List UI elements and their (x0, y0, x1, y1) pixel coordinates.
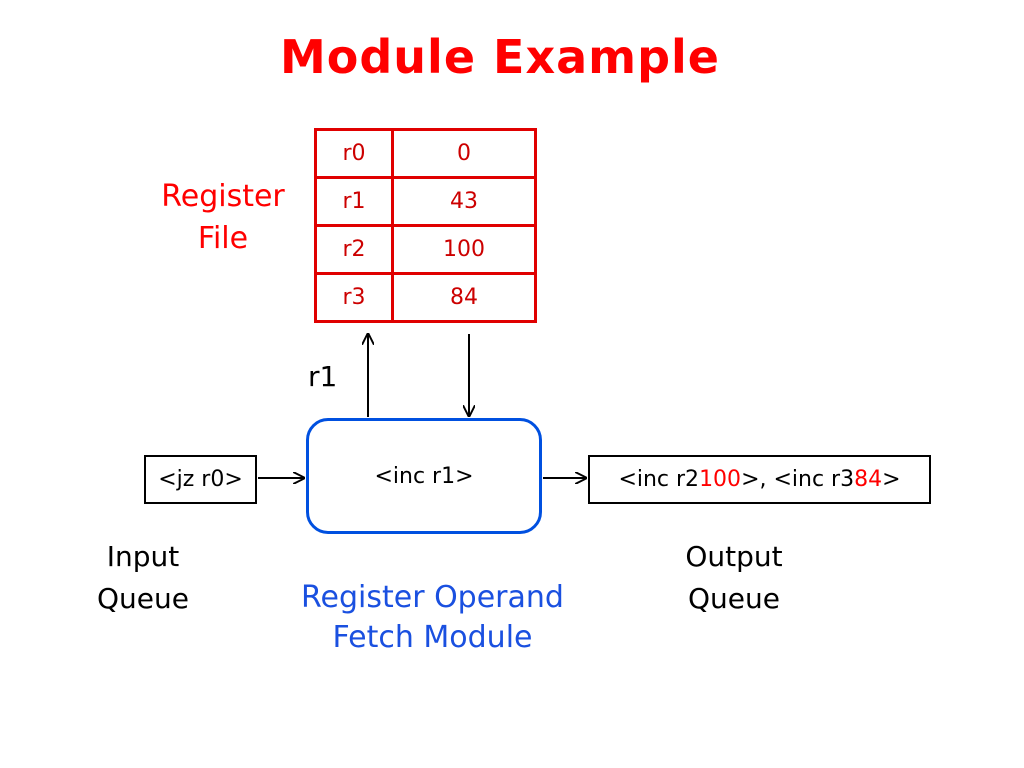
register-name: r3 (314, 272, 394, 323)
output-queue-caption: Output Queue (664, 536, 804, 620)
output-queue-caption-line2: Queue (688, 582, 780, 615)
input-queue-caption-line1: Input (106, 540, 180, 573)
register-file-table: r0 0 r1 43 r2 100 r3 84 (314, 128, 537, 323)
register-name: r2 (314, 224, 394, 275)
register-row: r3 84 (314, 272, 537, 323)
module-caption-line1: Register Operand (301, 580, 564, 615)
register-row: r2 100 (314, 224, 537, 275)
page-title: Module Example (280, 30, 720, 84)
register-row: r1 43 (314, 176, 537, 227)
register-operand-fetch-module: <inc r1> (306, 418, 542, 534)
register-value: 0 (391, 128, 537, 179)
register-value: 43 (391, 176, 537, 227)
output-queue-text: <inc r2 (618, 467, 700, 492)
input-queue-caption-line2: Queue (97, 582, 189, 615)
output-queue-text: >, <inc r3 (741, 467, 855, 492)
register-file-label: Register File (148, 176, 298, 260)
module-caption: Register Operand Fetch Module (260, 578, 605, 658)
output-queue-caption-line1: Output (685, 540, 783, 573)
output-value-r2: 100 (699, 467, 742, 492)
output-queue-box: <inc r2 100>, <inc r3 84> (588, 455, 931, 504)
register-name: r0 (314, 128, 394, 179)
register-file-label-line1: Register (161, 179, 285, 214)
register-file-label-line2: File (197, 221, 249, 256)
register-value: 84 (391, 272, 537, 323)
request-register-label: r1 (308, 360, 338, 393)
input-queue-instruction: <jz r0> (158, 467, 243, 492)
register-row: r0 0 (314, 128, 537, 179)
input-queue-caption: Input Queue (78, 536, 208, 620)
output-queue-text: > (882, 467, 901, 492)
module-instruction: <inc r1> (374, 463, 474, 489)
register-value: 100 (391, 224, 537, 275)
module-caption-line2: Fetch Module (332, 620, 533, 655)
input-queue-box: <jz r0> (144, 455, 257, 504)
output-value-r3: 84 (854, 467, 883, 492)
register-name: r1 (314, 176, 394, 227)
